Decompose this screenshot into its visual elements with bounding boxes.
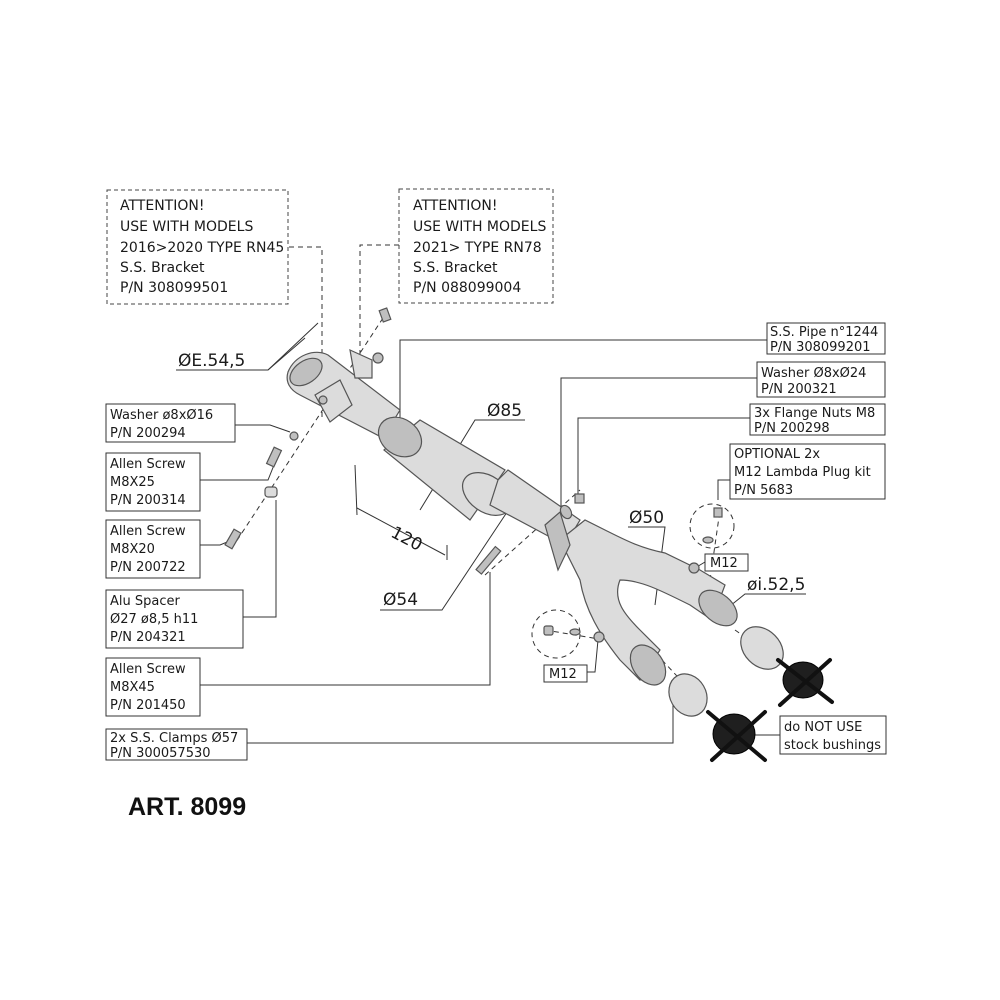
label-lambda-kit: OPTIONAL 2x M12 Lambda Plug kit P/N 5683 [729, 443, 886, 500]
svg-text:Alu Spacer: Alu Spacer [110, 594, 180, 609]
svg-text:P/N 204321: P/N 204321 [110, 630, 186, 645]
svg-text:S.S. Pipe n°1244: S.S. Pipe n°1244 [770, 325, 878, 340]
attention-rn78-line-5: P/N 088099004 [413, 280, 521, 296]
svg-text:OPTIONAL 2x: OPTIONAL 2x [734, 447, 820, 462]
label-washer-24: Washer Ø8xØ24 P/N 200321 [756, 361, 886, 398]
dim-inlet: ØE.54,5 [178, 351, 245, 371]
svg-text:P/N 200298: P/N 200298 [754, 421, 830, 436]
dim-body-diameter: Ø85 [487, 401, 522, 421]
flange-nut [574, 493, 585, 504]
svg-text:P/N 200294: P/N 200294 [110, 426, 186, 441]
svg-text:P/N 308099201: P/N 308099201 [770, 340, 871, 355]
attention-rn45-line-3: 2016>2020 TYPE RN45 [120, 240, 284, 256]
svg-text:P/N 5683: P/N 5683 [734, 483, 793, 498]
svg-text:3x Flange Nuts M8: 3x Flange Nuts M8 [754, 406, 875, 421]
attention-rn45-line-2: USE WITH MODELS [120, 219, 253, 235]
clamp-right [740, 626, 784, 670]
svg-text:Allen Screw: Allen Screw [110, 524, 186, 539]
dim-branch-diameter: Ø50 [629, 508, 664, 528]
leader-lines [200, 244, 796, 744]
attention-rn78-line-3: 2021> TYPE RN78 [413, 240, 542, 256]
attention-rn78-line-4: S.S. Bracket [413, 260, 498, 276]
dim-body-length: 120 [387, 523, 425, 556]
svg-text:Washer Ø8xØ24: Washer Ø8xØ24 [761, 366, 866, 381]
hardware [224, 307, 834, 762]
attention-rn78-line-1: ATTENTION! [413, 198, 497, 214]
label-washer-16: Washer ø8xØ16 P/N 200294 [105, 403, 236, 443]
svg-text:M12: M12 [710, 556, 738, 571]
bolt-top [378, 307, 392, 323]
tag-m12-right: M12 [704, 553, 749, 572]
label-ss-pipe: S.S. Pipe n°1244 P/N 308099201 [766, 322, 886, 355]
lambda-boss-right [688, 562, 700, 574]
dim-pipe-diameter: Ø54 [383, 590, 418, 610]
washer-16 [289, 431, 299, 441]
svg-text:do NOT USE: do NOT USE [784, 720, 862, 735]
attention-rn45-line-5: P/N 308099501 [120, 280, 228, 296]
lambda-boss-left [593, 631, 605, 643]
attention-box-rn78: ATTENTION! USE WITH MODELS 2021> TYPE RN… [398, 188, 554, 304]
svg-text:Allen Screw: Allen Screw [110, 662, 186, 677]
label-allen-screw-m8x45: Allen Screw M8X45 P/N 201450 [105, 657, 201, 717]
clamp-left [668, 673, 708, 717]
attention-rn78-line-2: USE WITH MODELS [413, 219, 546, 235]
svg-text:P/N 201450: P/N 201450 [110, 698, 186, 713]
label-flange-nuts: 3x Flange Nuts M8 P/N 200298 [749, 403, 886, 436]
lambda-plug-circle-right [689, 503, 735, 549]
svg-text:stock bushings: stock bushings [784, 738, 881, 753]
lambda-plug-right [713, 507, 723, 518]
svg-text:M8X25: M8X25 [110, 475, 155, 490]
lambda-plug-circle-left [531, 609, 581, 659]
label-do-not-use: do NOT USE stock bushings [779, 715, 887, 755]
allen-screw-m8x45 [475, 545, 502, 575]
allen-screw-m8x20 [224, 528, 242, 550]
svg-text:M8X45: M8X45 [110, 680, 155, 695]
collector-bracket [544, 510, 571, 572]
svg-text:2x S.S. Clamps Ø57: 2x S.S. Clamps Ø57 [110, 731, 238, 746]
label-ss-clamps: 2x S.S. Clamps Ø57 P/N 300057530 [105, 728, 248, 761]
article-number: ART. 8099 [128, 793, 246, 821]
svg-text:P/N 300057530: P/N 300057530 [110, 746, 211, 761]
svg-text:M12: M12 [549, 667, 577, 682]
allen-screw-m8x25 [265, 446, 283, 468]
tag-m12-left: M12 [543, 664, 588, 683]
attention-rn45-line-1: ATTENTION! [120, 198, 204, 214]
svg-text:P/N 200314: P/N 200314 [110, 493, 186, 508]
washer-24 [559, 504, 573, 520]
lambda-plug-left [543, 625, 554, 636]
svg-text:Ø27 ø8,5 h11: Ø27 ø8,5 h11 [110, 612, 198, 627]
label-alu-spacer: Alu Spacer Ø27 ø8,5 h11 P/N 204321 [105, 589, 244, 649]
label-allen-screw-m8x25: Allen Screw M8X25 P/N 200314 [105, 452, 201, 512]
svg-text:Washer ø8xØ16: Washer ø8xØ16 [110, 408, 213, 423]
svg-text:M12 Lambda Plug kit: M12 Lambda Plug kit [734, 465, 871, 480]
attention-box-rn45: ATTENTION! USE WITH MODELS 2016>2020 TYP… [106, 189, 289, 305]
inlet-bracket [314, 379, 353, 423]
svg-text:Allen Screw: Allen Screw [110, 457, 186, 472]
attention-rn45-line-4: S.S. Bracket [120, 260, 205, 276]
label-allen-screw-m8x20: Allen Screw M8X20 P/N 200722 [105, 519, 201, 579]
svg-text:M8X20: M8X20 [110, 542, 155, 557]
svg-text:P/N 200321: P/N 200321 [761, 382, 837, 397]
alu-spacer [264, 486, 278, 498]
dim-outlet-diameter: øi.52,5 [747, 575, 805, 595]
attention-bracket-2 [349, 348, 373, 379]
exhaust-assembly [286, 351, 738, 686]
svg-text:P/N 200722: P/N 200722 [110, 560, 186, 575]
